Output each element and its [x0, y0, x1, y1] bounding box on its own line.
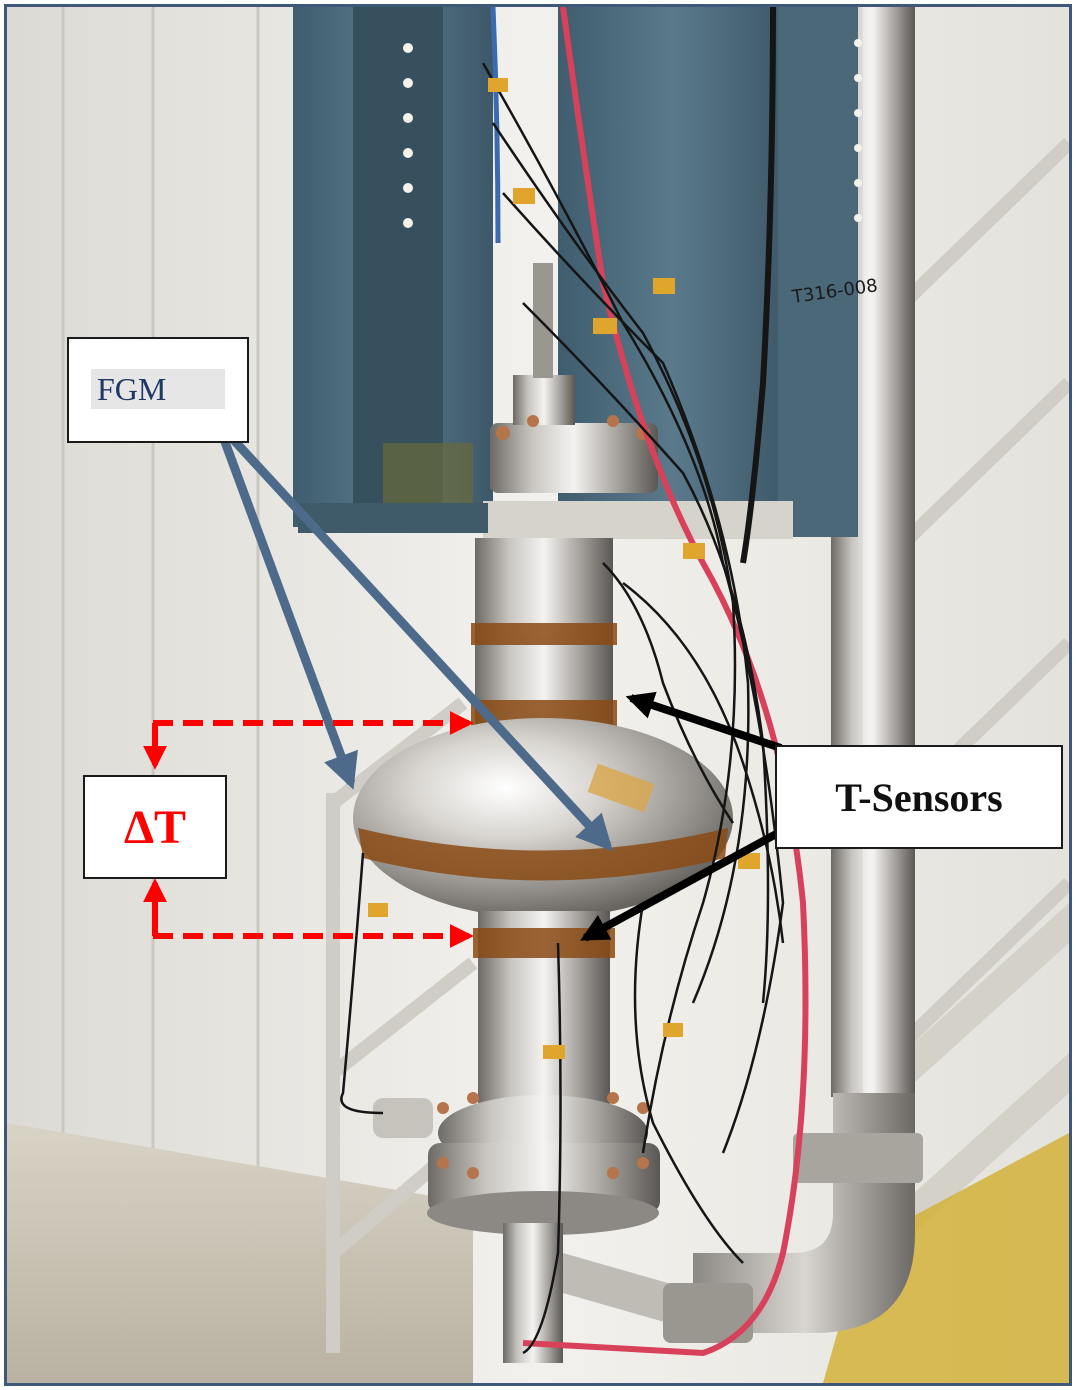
delta-t-label: ΔT [123, 800, 187, 854]
side-clamp [373, 1098, 433, 1138]
cavity-kapton-band [358, 828, 728, 881]
blue-cable [490, 7, 501, 244]
fgm-label-box: FGM [67, 337, 249, 443]
delta-t-label-box: ΔT [83, 775, 227, 879]
sensor-wires [340, 7, 785, 1355]
yellow-floor [823, 1133, 1069, 1383]
bellows-elbow [563, 1093, 923, 1343]
photo-scene: T316-008 [7, 7, 1069, 1383]
t-sensor-arrow-upper [625, 691, 783, 752]
t-sensors-label-box: T-Sensors [775, 745, 1063, 849]
kapton-tape-tags [368, 78, 760, 1059]
bottom-flange [427, 1092, 660, 1363]
top-flange [490, 263, 658, 493]
delta-t-dimension [143, 711, 474, 948]
t-sensors-label: T-Sensors [835, 774, 1003, 820]
fgm-label: FGM [91, 369, 225, 409]
fgm-arrows [213, 419, 613, 852]
fgm-arrow-left [213, 421, 358, 790]
t-sensor-arrows [580, 691, 783, 942]
stair-steps [903, 903, 1069, 1243]
t-sensor-arrow-lower [580, 829, 780, 942]
photo-frame: T316-008 [4, 4, 1072, 1386]
fgm-arrow-right [214, 419, 613, 852]
red-cable [522, 7, 809, 1357]
floor [7, 1123, 473, 1383]
